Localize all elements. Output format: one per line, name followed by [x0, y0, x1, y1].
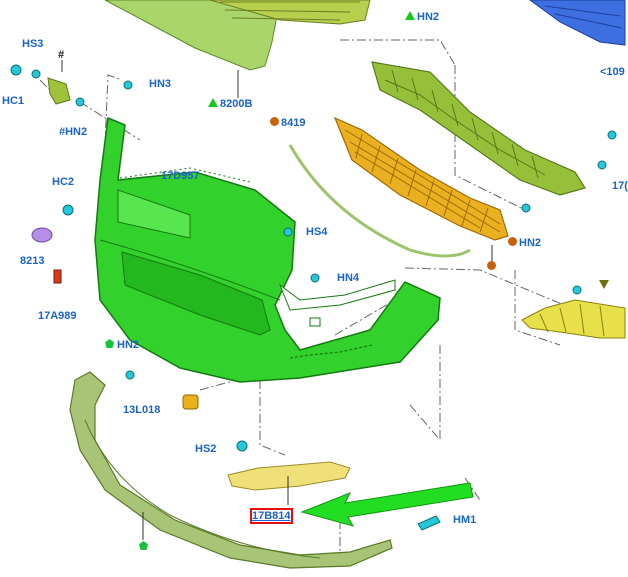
- triangle-marker-icon: [599, 280, 609, 289]
- clip-icon: [31, 69, 41, 79]
- lower-grille: [333, 116, 509, 241]
- badge-8213: [31, 227, 53, 243]
- olive-bracket: [371, 61, 586, 196]
- circle-marker-icon: [270, 117, 279, 126]
- clip-17a989: [53, 269, 62, 284]
- label-hn3[interactable]: HN3: [149, 78, 172, 90]
- clip-icon: [521, 203, 531, 213]
- clip-icon: [597, 160, 607, 170]
- label-hc1[interactable]: HC1: [2, 95, 25, 107]
- label-hs2[interactable]: HS2: [195, 443, 217, 455]
- pointer-arrow-icon: [300, 482, 474, 527]
- right-yellow-bracket: [521, 299, 626, 339]
- clip-icon: [62, 204, 74, 216]
- clip-icon: [572, 285, 582, 295]
- label-hn4[interactable]: HN4: [337, 272, 360, 284]
- bolt-icon: [236, 440, 248, 452]
- label-109[interactable]: <109: [600, 66, 625, 78]
- clip-icon: [310, 273, 320, 283]
- pentagon-marker-icon: [139, 541, 148, 550]
- label-17d957[interactable]: 17D957: [161, 170, 200, 182]
- triangle-marker-icon: [405, 11, 415, 20]
- clip-icon: [607, 130, 617, 140]
- fasteners: [10, 64, 617, 531]
- upper-grille-part: [104, 0, 371, 98]
- label-17b814[interactable]: 17B814: [250, 508, 293, 524]
- label-hn2-left[interactable]: HN2: [117, 339, 140, 351]
- lower-lip-spoiler: [69, 371, 393, 569]
- left-small-bracket: [47, 77, 71, 105]
- clip-icon: [125, 370, 135, 380]
- label-8419[interactable]: 8419: [281, 117, 306, 129]
- label-17a989[interactable]: 17A989: [38, 310, 77, 322]
- circle-marker-icon: [508, 237, 517, 246]
- trim-17b814: [227, 461, 351, 491]
- upper-blue-part: [529, 0, 626, 46]
- bumper-cover: [94, 116, 441, 383]
- label-hm1[interactable]: HM1: [453, 514, 477, 526]
- label-17-right[interactable]: 17(: [612, 180, 628, 192]
- label-leaders: [61, 60, 493, 540]
- trim-strip-8419: [288, 144, 471, 258]
- tow-cover-13l018: [182, 394, 199, 410]
- label-hn2-mid[interactable]: HN2: [519, 237, 542, 249]
- label-hn2-top[interactable]: HN2: [417, 11, 440, 23]
- bolt-icon: [417, 515, 441, 531]
- clip-icon: [75, 97, 85, 107]
- triangle-marker-icon: [208, 98, 218, 107]
- pentagon-marker-icon: [105, 339, 114, 348]
- clip-icon: [283, 227, 293, 237]
- label-13l018[interactable]: 13L018: [123, 404, 161, 416]
- label-hash-hn2[interactable]: #HN2: [59, 126, 88, 138]
- label-hc2[interactable]: HC2: [52, 176, 75, 188]
- clip-icon: [123, 80, 133, 90]
- label-hs4[interactable]: HS4: [306, 226, 328, 238]
- label-hash: #: [58, 49, 65, 61]
- clip-icon: [10, 64, 22, 76]
- label-8200b[interactable]: 8200B: [220, 98, 253, 110]
- label-hs3[interactable]: HS3: [22, 38, 44, 50]
- label-8213[interactable]: 8213: [20, 255, 45, 267]
- circle-marker-icon: [487, 261, 496, 270]
